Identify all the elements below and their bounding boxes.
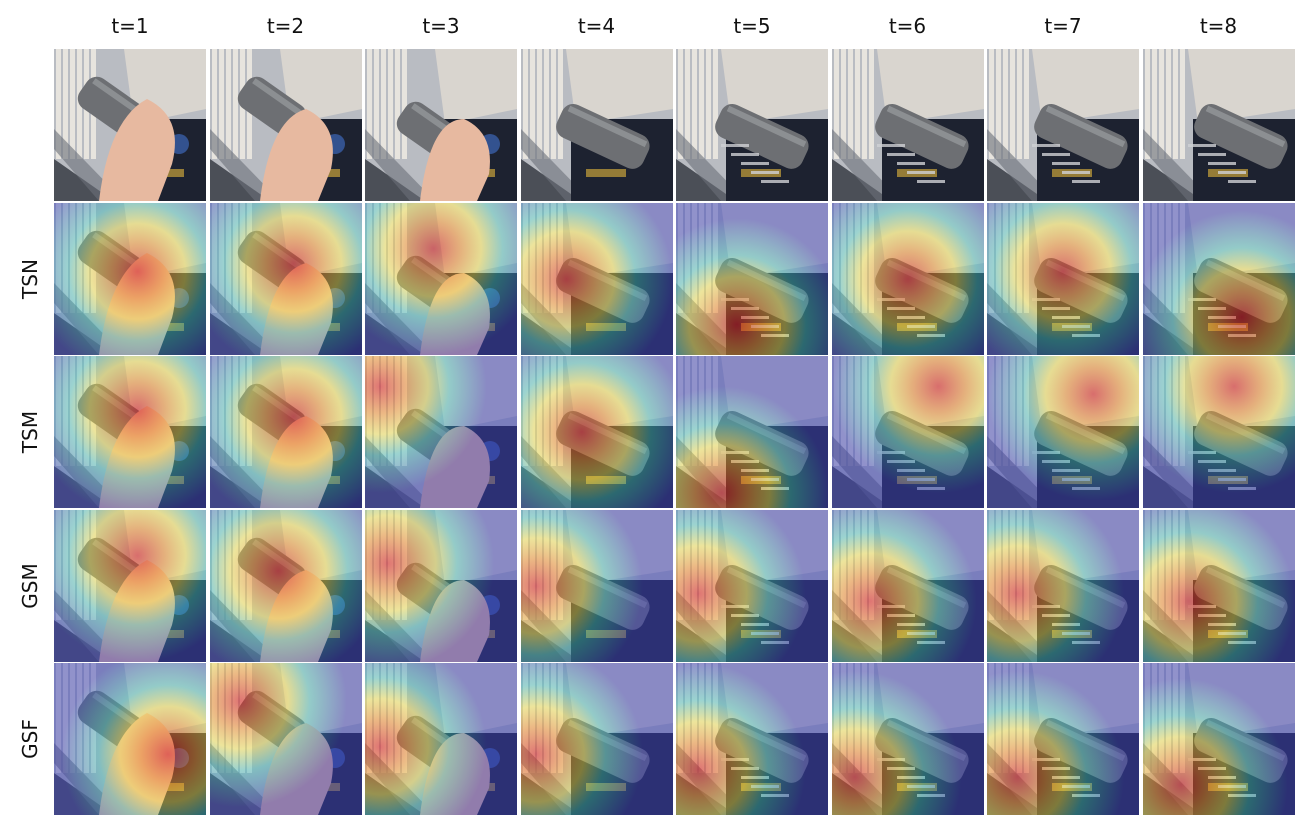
column-label-6: t=6 (888, 14, 927, 38)
heatmap-gsm-t7 (987, 509, 1139, 662)
frame-image-t1 (54, 49, 206, 201)
column-label-8: t=8 (1199, 14, 1238, 38)
frame-image-t5 (676, 49, 828, 201)
column-label-2: t=2 (266, 14, 305, 38)
heatmap-tsn-t7 (987, 202, 1139, 355)
heatmap-tsn-t8 (1142, 202, 1295, 355)
heatmap-tsn-t2 (209, 202, 362, 355)
heatmap-gsf-t4 (520, 663, 673, 815)
heatmap-tsm-t5 (676, 356, 828, 508)
heatmap-gsm-t1 (54, 509, 206, 662)
heatmap-gsf-t5 (676, 663, 828, 815)
heatmap-gsm-t6 (831, 509, 984, 662)
heatmap-gsf-t2 (209, 663, 362, 815)
heatmap-tsm-t2 (209, 356, 362, 508)
heatmap-tsm-t4 (520, 356, 673, 508)
frame-image-t2 (209, 49, 362, 201)
heatmap-tsm-t8 (1142, 356, 1295, 508)
column-label-3: t=3 (422, 14, 460, 38)
heatmap-tsn-t3 (365, 202, 517, 355)
heatmap-tsm-t3 (365, 356, 517, 508)
column-label-4: t=4 (577, 14, 616, 38)
heatmap-gsm-t4 (520, 509, 673, 662)
frame-image-t6 (831, 49, 984, 201)
heatmap-gsm-t2 (209, 509, 362, 662)
heatmap-gsf-t3 (365, 663, 517, 815)
column-label-5: t=5 (733, 14, 771, 38)
heatmap-tsm-t1 (54, 356, 206, 508)
heatmap-tsn-t5 (676, 202, 828, 355)
heatmap-gsf-t6 (831, 663, 984, 815)
heatmap-tsm-t6 (831, 356, 984, 508)
heatmap-tsm-t7 (987, 356, 1139, 508)
heatmap-gsm-t8 (1142, 509, 1295, 662)
heatmap-tsn-t1 (54, 202, 206, 355)
heatmap-gsf-t1 (54, 663, 206, 815)
frame-image-t4 (520, 49, 673, 201)
column-label-7: t=7 (1044, 14, 1082, 38)
heatmap-tsn-t6 (831, 202, 984, 355)
column-label-1: t=1 (111, 14, 149, 38)
heatmap-gsm-t3 (365, 509, 517, 662)
heatmap-gsm-t5 (676, 509, 828, 662)
heatmap-tsn-t4 (520, 202, 673, 355)
heatmap-gsf-t8 (1142, 663, 1295, 815)
heatmap-gsf-t7 (987, 663, 1139, 815)
frame-image-t8 (1142, 49, 1295, 201)
frame-image-t3 (365, 49, 517, 201)
frame-image-t7 (987, 49, 1139, 201)
